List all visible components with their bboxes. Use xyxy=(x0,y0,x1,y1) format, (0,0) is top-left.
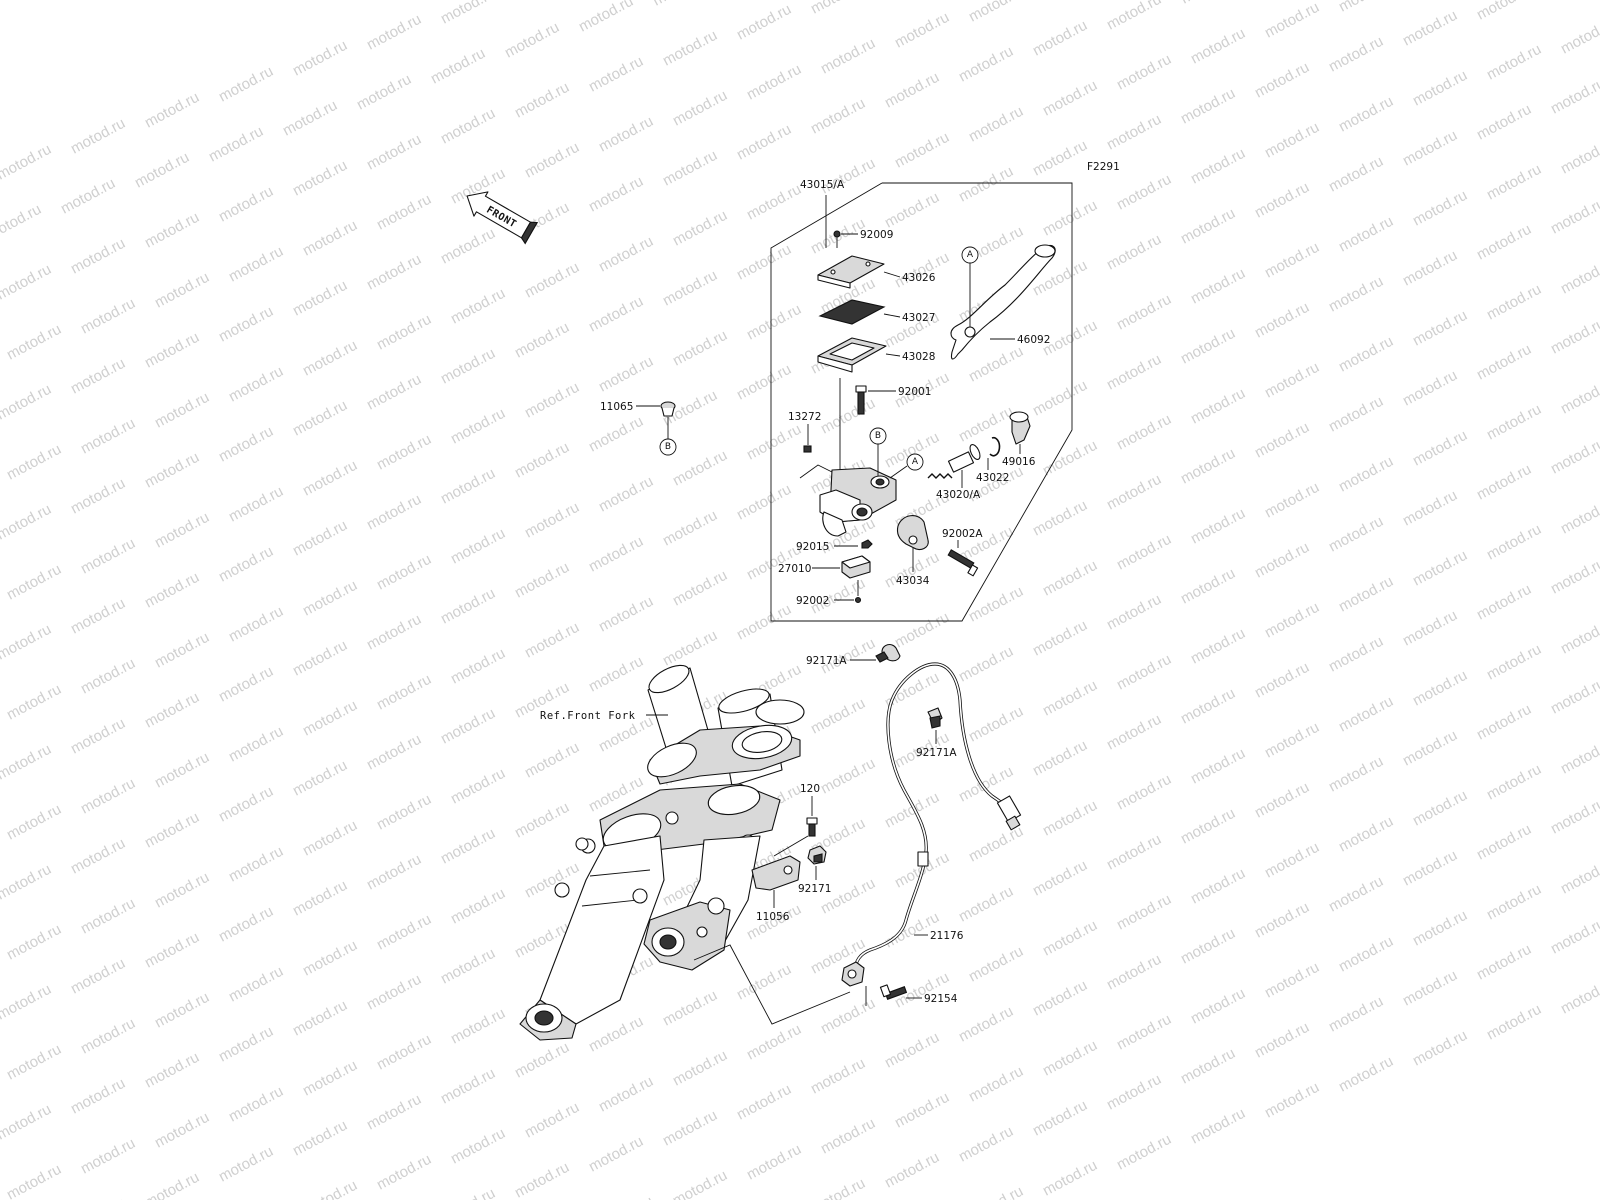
part-label-43028: 43028 xyxy=(902,351,935,363)
part-label-92171A-top: 92171A xyxy=(806,655,847,667)
part-label-11056: 11056 xyxy=(756,911,790,923)
part-92171-clamp: 92171 xyxy=(798,845,831,895)
part-43022-circlip: 43022 xyxy=(976,436,1009,484)
callout-circle-A-body xyxy=(906,453,924,471)
part-label-43020A: 43020/A xyxy=(936,489,981,501)
callout-circle-B-cap xyxy=(659,438,677,456)
figure-code: F2291 xyxy=(1087,161,1120,173)
part-label-43015A: 43015/A xyxy=(800,179,845,191)
part-92171A-clamp-middle: 92171A xyxy=(916,707,957,759)
part-92015-nut: 92015 xyxy=(796,539,873,553)
part-label-92154: 92154 xyxy=(924,993,958,1005)
part-label-43034: 43034 xyxy=(896,575,930,587)
part-43027-plate: 43027 xyxy=(818,299,935,325)
part-label-21176: 21176 xyxy=(930,930,964,942)
part-11065-cap: 11065 B xyxy=(600,401,677,456)
part-43028-diaphragm: 43028 xyxy=(817,337,935,373)
callout-B-cap: B xyxy=(665,442,671,452)
part-label-92002: 92002 xyxy=(796,595,829,607)
part-43026-reservoir-cap: 43026 xyxy=(817,255,936,289)
reference-note-front-fork: Ref.Front Fork xyxy=(540,710,636,722)
part-11056-bracket: 11056 xyxy=(751,835,809,923)
part-21176-brake-hose: 21176 xyxy=(852,662,1022,973)
part-43034-clamp: 43034 xyxy=(896,515,930,587)
part-label-27010: 27010 xyxy=(778,563,811,575)
front-fork: Ref.Front Fork xyxy=(519,664,851,1041)
part-120-bolt: 120 xyxy=(800,783,820,837)
master-cylinder-body: B A xyxy=(819,378,924,537)
part-92154-bolt: 92154 xyxy=(841,961,958,1006)
part-label-92171A-middle: 92171A xyxy=(916,747,957,759)
part-label-43026: 43026 xyxy=(902,272,936,284)
part-label-43022: 43022 xyxy=(976,472,1009,484)
front-arrow-icon: FRONT xyxy=(466,191,539,245)
part-92001-pivot-bolt: 92001 xyxy=(855,385,931,415)
part-label-11065: 11065 xyxy=(600,401,633,413)
part-46092-brake-lever: 46092 A xyxy=(950,244,1056,360)
part-92002A-bolt: 92002A xyxy=(942,528,983,577)
callout-A-body: A xyxy=(912,457,919,467)
part-27010-switch: 27010 xyxy=(778,555,871,579)
part-label-92002A: 92002A xyxy=(942,528,983,540)
part-label-43027: 43027 xyxy=(902,312,935,324)
part-49016-boot: 49016 xyxy=(1002,411,1036,468)
callout-A-lever: A xyxy=(967,250,974,260)
part-13272-screw: 13272 xyxy=(788,411,833,479)
part-label-92001: 92001 xyxy=(898,386,931,398)
part-label-46092: 46092 xyxy=(1017,334,1050,346)
part-92009-screw: 92009 xyxy=(833,229,893,248)
part-label-92171: 92171 xyxy=(798,883,831,895)
part-label-120: 120 xyxy=(800,783,820,795)
part-92002-screw: 92002 xyxy=(796,580,862,607)
part-label-13272: 13272 xyxy=(788,411,821,423)
part-label-92009: 92009 xyxy=(860,229,893,241)
part-92171A-clamp-top: 92171A xyxy=(806,643,901,667)
part-label-49016: 49016 xyxy=(1002,456,1036,468)
master-cylinder-assembly-box: 43015/A xyxy=(770,179,1073,622)
part-label-92015: 92015 xyxy=(796,541,829,553)
callout-B-body: B xyxy=(875,431,881,441)
part-43020A-piston: 43020/A xyxy=(927,444,981,501)
